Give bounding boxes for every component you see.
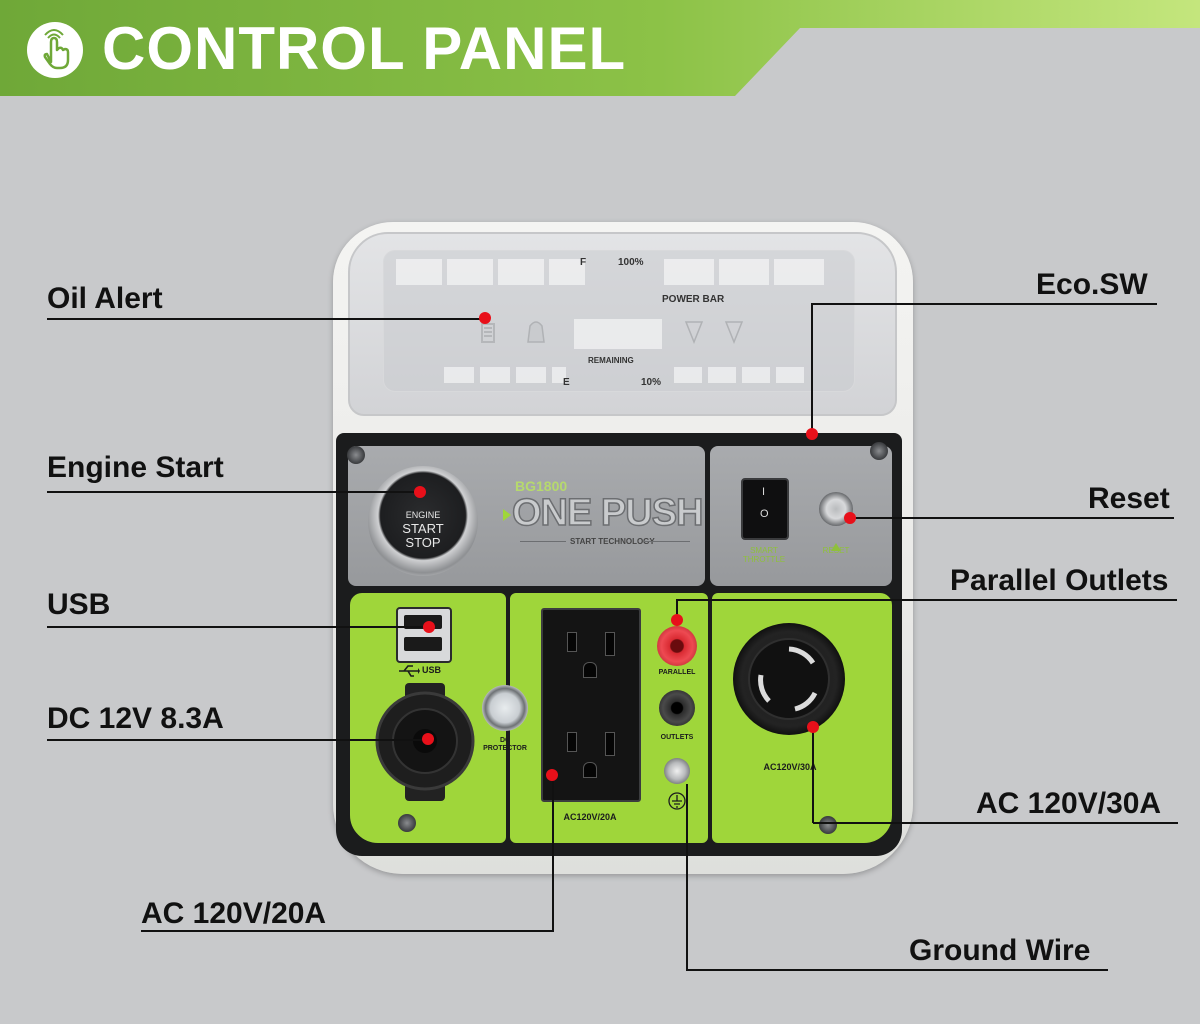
ac-20a-outlet[interactable] <box>541 608 641 802</box>
callout-line-ac-30a <box>813 822 1178 824</box>
parallel-label: PARALLEL <box>658 669 696 676</box>
callout-line-parallel-outlets <box>677 599 1177 601</box>
marker-dot-usb <box>423 621 435 633</box>
display-remaining-label: REMAINING <box>588 356 634 365</box>
fuel-icon <box>526 318 548 349</box>
marker-dot-reset <box>844 512 856 524</box>
brand-tagline: START TECHNOLOGY <box>570 537 655 546</box>
brand-divider <box>520 541 566 542</box>
parallel-terminal-red[interactable] <box>657 626 697 666</box>
page-title: CONTROL PANEL <box>102 15 627 82</box>
marker-dot-dc-12v <box>422 733 434 745</box>
callout-ground-wire: Ground Wire <box>909 934 1091 967</box>
outlets-label: OUTLETS <box>660 734 694 741</box>
callout-line-engine-start <box>47 491 420 493</box>
power-bar-icon-2 <box>724 318 744 349</box>
marker-dot-oil-alert <box>479 312 491 324</box>
screw-icon <box>870 442 888 460</box>
usb-port-2[interactable] <box>404 637 442 651</box>
parallel-terminal-black[interactable] <box>659 690 695 726</box>
usb-ports[interactable] <box>396 607 452 663</box>
brand-divider <box>644 541 690 542</box>
callout-line-eco-sw-vertical <box>811 303 813 434</box>
screw-icon <box>347 446 365 464</box>
callout-line-ac-20a-vertical <box>552 775 554 932</box>
switch-plate <box>710 446 892 586</box>
marker-dot-eco-sw <box>806 428 818 440</box>
callout-reset: Reset <box>1088 482 1170 515</box>
brand-arrow-icon <box>503 508 511 526</box>
ac-20a-label: AC120V/20A <box>563 812 617 822</box>
callout-line-reset <box>850 517 1174 519</box>
callout-line-eco-sw <box>812 303 1157 305</box>
callout-usb: USB <box>47 588 111 621</box>
brand-model: BG1800 <box>515 478 568 494</box>
callout-line-oil-alert <box>47 318 485 320</box>
ac-30a-twist-lock-outlet[interactable] <box>733 623 845 735</box>
callout-eco-sw: Eco.SW <box>1036 268 1148 301</box>
marker-dot-ac-30a <box>807 721 819 733</box>
screw-icon <box>398 814 416 832</box>
callout-parallel-outlets: Parallel Outlets <box>950 564 1169 597</box>
callout-line-ground-wire-vertical <box>686 784 688 971</box>
marker-dot-parallel-outlets <box>671 614 683 626</box>
hand-pointer-icon <box>27 22 83 78</box>
dc-protector-label-1: DC <box>499 737 511 744</box>
screw-icon <box>819 816 837 834</box>
callout-dc-12v: DC 12V 8.3A <box>47 702 224 735</box>
ground-symbol-icon <box>668 792 686 815</box>
oil-can-icon <box>478 318 502 351</box>
smart-throttle-label-1: SMART <box>750 546 778 555</box>
dc-protector-label-2: PROTECTOR <box>483 745 527 752</box>
display-f-label: F <box>580 257 587 268</box>
start-button-line3: STOP <box>405 535 441 550</box>
callout-line-dc-12v <box>47 739 428 741</box>
display-window <box>383 250 855 392</box>
callout-line-ac-20a <box>141 930 554 932</box>
callout-oil-alert: Oil Alert <box>47 282 163 315</box>
callout-ac-30a: AC 120V/30A <box>976 787 1162 820</box>
callout-line-parallel-outlets-vertical <box>676 599 678 620</box>
callout-line-usb <box>47 626 429 628</box>
power-bar-icon-1 <box>684 318 704 349</box>
smart-throttle-label-2: THROTTLE <box>742 555 786 564</box>
start-button-line2: START <box>402 521 444 536</box>
callout-line-ac-30a-vertical <box>812 727 814 823</box>
brand-name: ONE PUSH <box>511 491 704 535</box>
triangle-up-icon <box>831 538 841 556</box>
marker-dot-engine-start <box>414 486 426 498</box>
usb-port-label: USB <box>422 665 442 675</box>
ac-30a-label: AC120V/30A <box>763 762 817 772</box>
rocker-on-mark: I <box>762 486 766 498</box>
dc-protector-button[interactable] <box>482 685 528 731</box>
usb-symbol-icon <box>398 664 420 682</box>
rocker-off-mark: O <box>760 508 769 520</box>
header-banner: CONTROL PANEL <box>0 0 1200 100</box>
callout-line-ground-wire <box>687 969 1108 971</box>
callout-engine-start: Engine Start <box>47 451 224 484</box>
display-e-label: E <box>563 377 570 388</box>
display-10-label: 10% <box>641 377 662 388</box>
display-100-label: 100% <box>618 257 644 268</box>
ground-terminal[interactable] <box>664 758 690 784</box>
start-button-line1: ENGINE <box>405 510 441 520</box>
display-power-bar-label: POWER BAR <box>662 294 725 305</box>
marker-dot-ac-20a <box>546 769 558 781</box>
callout-ac-20a: AC 120V/20A <box>141 897 327 930</box>
eco-switch[interactable]: I O <box>741 478 789 540</box>
engine-start-stop-button[interactable]: ENGINE START STOP <box>368 466 478 576</box>
banner-shape <box>0 0 1200 96</box>
